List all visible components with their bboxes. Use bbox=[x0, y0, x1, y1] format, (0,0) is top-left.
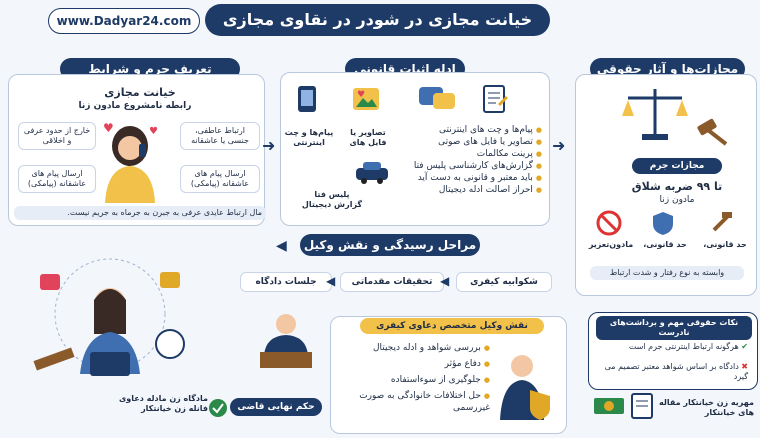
lawyer-bullet: بررسی شواهد و ادله دیجیتال bbox=[340, 342, 490, 354]
cross-icon: ✖ bbox=[741, 362, 748, 371]
process-header: مراحل رسیدگی و نقش وکیل bbox=[300, 234, 480, 256]
tips-footer[interactable]: مهریه زن خیانتکار مقاله های خیانتکار bbox=[659, 398, 754, 417]
arrow-process-back: ◀ bbox=[276, 238, 287, 254]
tip-row-1: ✔ هرگونه ارتباط اینترنتی جرم است bbox=[596, 342, 748, 352]
svg-text:♥: ♥ bbox=[149, 126, 158, 137]
woman-phone-illustration: ♥ ♥ bbox=[95, 118, 165, 203]
woman-laptop-illustration bbox=[20, 244, 200, 394]
arrow-step-2: ◀ bbox=[326, 274, 336, 288]
lawyer-bullet: جلوگیری از سوءاستفاده bbox=[340, 374, 490, 386]
phone-icon bbox=[296, 85, 318, 117]
document-icon bbox=[482, 84, 508, 120]
punishment-shield-icon bbox=[650, 210, 676, 240]
mid-bullet: پیام‌ها و چت های اینترنتی bbox=[400, 124, 542, 136]
left-item-4: ارسال پیام های عاشقانه (پیامکی) bbox=[18, 165, 96, 193]
article-icon bbox=[630, 392, 654, 424]
mid-bullet: باید معتبر و قانونی به دست آید bbox=[400, 172, 542, 184]
gavel-icon bbox=[694, 118, 734, 152]
right-panel-note: وابسته به نوع رفتار و شدت ارتباط bbox=[590, 266, 744, 280]
verdict-label: حکم نهایی قاضی bbox=[230, 398, 322, 416]
step-investigation: تحقیقات مقدماتی bbox=[340, 272, 444, 292]
left-item-1: ارتباط عاطفی، جنسی یا عاشقانه bbox=[180, 122, 260, 150]
money-icon bbox=[592, 394, 628, 422]
police-car-icon bbox=[354, 160, 390, 188]
svg-text:♥: ♥ bbox=[103, 121, 114, 135]
chat-icon bbox=[418, 84, 458, 118]
arrow-left-to-middle: ➜ bbox=[262, 136, 276, 155]
lawyer-bullet: حل اختلافات خانوادگی به صورت غیررسمی bbox=[340, 390, 490, 414]
lawyer-header: نقش وکیل متخصص دعاوی کیفری bbox=[360, 318, 544, 334]
left-item-3: ارسال پیام های عاشقانه (پیامکی) bbox=[180, 165, 260, 193]
mid-bullet: گزارش‌های کارشناسی پلیس فتا bbox=[400, 160, 542, 172]
step-complaint: شکوابیه کیفری bbox=[456, 272, 552, 292]
tip-text: هرگونه ارتباط اینترنتی جرم است bbox=[628, 342, 739, 351]
punishment-label-3: مادون‌تعزیر bbox=[588, 240, 634, 249]
lawyer-bullet: دفاع مؤثر bbox=[340, 358, 490, 370]
no-sign-icon bbox=[596, 210, 622, 240]
arrow-step-1: ◀ bbox=[440, 274, 450, 288]
tip-row-2: ✖ دادگاه بر اساس شواهد معتبر تصمیم می گی… bbox=[596, 362, 748, 382]
left-note: مال ارتباط عایدی عرفی به جبرن به جرماه ب… bbox=[14, 206, 266, 220]
verdict-note: مادگاه زن مادله دعاوی فانله زن خیانتکار bbox=[118, 394, 208, 413]
image-icon: ♥ bbox=[352, 87, 380, 115]
lawyer-illustration bbox=[496, 350, 556, 424]
left-item-2: خارج از حدود عرفی و اخلاقی bbox=[18, 122, 96, 150]
mid-bullet: پرینت مکالمات bbox=[400, 148, 542, 160]
mid-icon-label-2: تصاویر یا فایل های bbox=[349, 128, 387, 147]
lashes-text: تا ۹۹ ضربه شلاق bbox=[631, 180, 723, 193]
crime-label: مجازات جرم bbox=[632, 158, 722, 174]
mid-bullet-list: پیام‌ها و چت های اینترنتی تصاویر یا فایل… bbox=[400, 124, 542, 196]
punishment-label-1: حد قانونی، bbox=[703, 240, 747, 249]
judge-illustration bbox=[256, 310, 316, 374]
svg-text:♥: ♥ bbox=[357, 90, 365, 100]
arrow-middle-to-right: ➜ bbox=[552, 136, 566, 155]
tips-header: نکات حقوقی مهم و برداشت‌های نادرست bbox=[596, 316, 752, 340]
punishment-label-2: حد قانونی، bbox=[643, 240, 687, 249]
scales-icon bbox=[620, 84, 690, 148]
right-panel bbox=[575, 74, 757, 296]
page-title: خیانت مجازی در شودر در نقاوی مجازی bbox=[205, 4, 550, 36]
tip-text: دادگاه بر اساس شواهد معتبر تصمیم می گیرد bbox=[604, 362, 748, 381]
term-subtitle: رابطه نامشروع مادون زنا bbox=[78, 101, 192, 111]
checkmark-shield-icon bbox=[208, 398, 228, 422]
check-icon: ✔ bbox=[741, 342, 748, 351]
mid-bullet: احراز اصالت ادله دیجیتال bbox=[400, 184, 542, 196]
site-url[interactable]: www.Dadyar24.com bbox=[48, 8, 200, 34]
mid-bullet: تصاویر یا فایل های صوتی bbox=[400, 136, 542, 148]
mid-icon-label-3: پلیس فتا گزارش دیجیتال bbox=[301, 190, 363, 209]
punishment-gavel-icon bbox=[708, 210, 734, 240]
step-court: جلسات دادگاه bbox=[240, 272, 332, 292]
lashes-subtitle: مادون زنا bbox=[659, 195, 695, 205]
lawyer-bullet-list: بررسی شواهد و ادله دیجیتال دفاع مؤثر جلو… bbox=[340, 342, 490, 414]
term-label: خیانت مجازی bbox=[104, 86, 176, 99]
mid-icon-label-1: پیام‌ها و چت اینترنتی bbox=[284, 128, 334, 147]
